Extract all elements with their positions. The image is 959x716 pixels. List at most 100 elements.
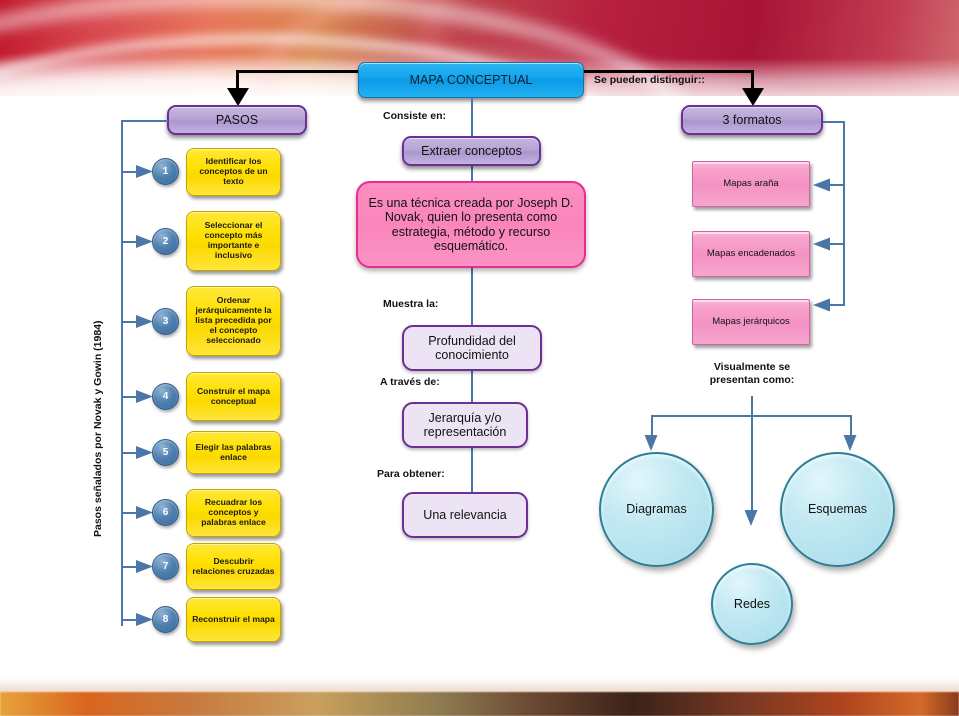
step-box-7[interactable]: Descubrir relaciones cruzadas [186,543,281,590]
format-box-mapas-arana[interactable]: Mapas araña [692,161,810,207]
black-arrow-left-head [227,88,249,106]
black-connector-left-vertical [236,70,239,92]
steps-rail-vertical [121,120,123,626]
step-box-5-label: Elegir las palabras enlace [195,441,272,462]
black-arrow-right-head [742,88,764,106]
step-box-2-label: Seleccionar el concepto más importante e… [204,220,263,260]
bottom-banner-fade [0,678,959,692]
visual-circle-redes-label: Redes [733,596,771,611]
step-number-7-label: 7 [162,560,169,572]
step-box-2[interactable]: Seleccionar el concepto más importante e… [186,211,281,271]
center-spine-line [471,98,473,534]
node-extraer-conceptos[interactable]: Extraer conceptos [402,136,541,166]
visual-tree-right-drop [850,415,852,437]
visual-circle-redes[interactable]: Redes [711,563,793,645]
step-arrow-head-4 [136,390,153,403]
black-connector-right-vertical [751,70,754,92]
step-number-8-label: 8 [162,613,169,625]
format-arrow-line-3 [829,304,844,306]
step-box-4-label: Construir el mapa conceptual [196,385,271,406]
format-box-mapas-encadenados-label: Mapas encadenados [706,247,796,259]
step-number-4: 4 [152,383,179,410]
node-definicion-novak-label: Es una técnica creada por Joseph D. Nova… [368,195,574,253]
step-arrow-line-3 [121,321,137,323]
step-box-5[interactable]: Elegir las palabras enlace [186,431,281,474]
step-number-6: 6 [152,499,179,526]
step-number-8: 8 [152,606,179,633]
format-arrow-line-1 [829,184,844,186]
step-arrow-line-4 [121,396,137,398]
steps-rail-top-horizontal [121,120,168,122]
step-number-2: 2 [152,228,179,255]
step-arrow-head-2 [136,235,153,248]
visual-arrow-head-center [744,510,758,526]
node-3-formatos-header[interactable]: 3 formatos [681,105,823,135]
visual-arrow-head-right [843,435,857,451]
step-arrow-line-1 [121,171,137,173]
format-arrow-head-1 [813,178,830,192]
label-se-pueden-distinguir: Se pueden distinguir:: [594,74,705,86]
step-number-2-label: 2 [162,235,169,247]
step-arrow-head-7 [136,560,153,573]
visual-tree-left-drop [651,415,653,437]
step-arrow-head-1 [136,165,153,178]
step-number-3-label: 3 [162,315,169,327]
node-profundidad-conocimiento-label: Profundidad del conocimiento [428,333,516,362]
format-box-mapas-jerarquicos-label: Mapas jerárquicos [712,315,790,327]
step-number-1-label: 1 [162,165,169,177]
step-box-1[interactable]: Identificar los conceptos de un texto [186,148,281,196]
label-para-obtener: Para obtener: [377,468,445,480]
step-box-3[interactable]: Ordenar jerárquicamente la lista precedi… [186,286,281,356]
node-jerarquia-representacion-label: Jerarquía y/o representación [423,410,507,439]
black-connector-right-horizontal [584,70,754,73]
decorative-bottom-banner [0,692,959,716]
node-pasos-header-label: PASOS [215,112,259,127]
node-definicion-novak[interactable]: Es una técnica creada por Joseph D. Nova… [356,181,586,268]
step-box-6[interactable]: Recuadrar los conceptos y palabras enlac… [186,489,281,537]
node-una-relevancia-label: Una relevancia [423,507,507,522]
node-una-relevancia[interactable]: Una relevancia [402,492,528,538]
visual-circle-diagramas-label: Diagramas [626,502,687,517]
step-box-8[interactable]: Reconstruir el mapa [186,597,281,642]
step-number-1: 1 [152,158,179,185]
formats-rail-top-horizontal [823,121,845,123]
step-box-6-label: Recuadrar los conceptos y palabras enlac… [201,497,266,527]
step-arrow-head-5 [136,446,153,459]
step-number-5-label: 5 [162,446,169,458]
step-arrow-line-7 [121,566,137,568]
node-mapa-conceptual-label: MAPA CONCEPTUAL [409,72,533,87]
visual-circle-diagramas[interactable]: Diagramas [599,452,714,567]
label-a-traves-de: A través de: [380,376,440,388]
step-number-5: 5 [152,439,179,466]
node-pasos-header[interactable]: PASOS [167,105,307,135]
format-box-mapas-encadenados[interactable]: Mapas encadenados [692,231,810,277]
node-jerarquia-representacion[interactable]: Jerarquía y/o representación [402,402,528,448]
step-arrow-line-8 [121,619,137,621]
format-arrow-line-2 [829,243,844,245]
visual-circle-esquemas-label: Esquemas [807,502,868,517]
step-box-1-label: Identificar los conceptos de un texto [199,156,268,186]
format-arrow-head-3 [813,298,830,312]
label-consiste-en: Consiste en: [383,110,447,122]
format-arrow-head-2 [813,237,830,251]
step-arrow-head-3 [136,315,153,328]
node-profundidad-conocimiento[interactable]: Profundidad del conocimiento [402,325,542,371]
step-number-6-label: 6 [162,506,169,518]
visual-tree-crossbar [652,415,852,417]
black-connector-left-horizontal [237,70,363,73]
node-3-formatos-header-label: 3 formatos [722,112,782,127]
step-arrow-head-8 [136,613,153,626]
format-box-mapas-jerarquicos[interactable]: Mapas jerárquicos [692,299,810,345]
format-box-mapas-arana-label: Mapas araña [723,177,779,189]
step-number-3: 3 [152,308,179,335]
step-number-7: 7 [152,553,179,580]
step-box-4[interactable]: Construir el mapa conceptual [186,372,281,421]
step-box-3-label: Ordenar jerárquicamente la lista precedi… [195,295,272,345]
node-extraer-conceptos-label: Extraer conceptos [421,143,522,158]
node-mapa-conceptual[interactable]: MAPA CONCEPTUAL [358,62,584,98]
step-number-4-label: 4 [162,390,169,402]
label-visualmente-presentan: Visualmente se presentan como: [709,361,795,387]
visual-circle-esquemas[interactable]: Esquemas [780,452,895,567]
visual-tree-stem [751,396,753,512]
